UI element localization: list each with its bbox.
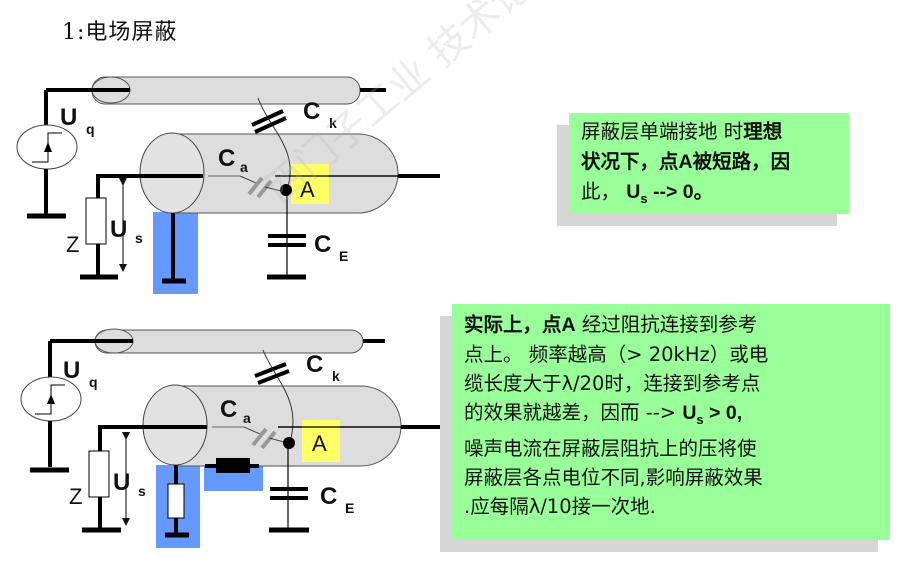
- note-text: 屏蔽层各点电位不同,影响屏蔽效果: [464, 465, 763, 489]
- note-text: 屏蔽层单端接地 时: [581, 120, 744, 143]
- point-a-node: [280, 184, 292, 196]
- note-text: 缆长度大于λ/20时，连接到参考点: [464, 372, 761, 395]
- svg-text:s: s: [135, 230, 143, 246]
- note-text-bold: 理想: [743, 121, 783, 143]
- note-text: .应每隔λ/10接一次地.: [464, 494, 656, 518]
- svg-text:a: a: [243, 410, 251, 426]
- svg-text:E: E: [339, 248, 348, 264]
- page-title: 1:电场屏蔽: [62, 20, 178, 45]
- diagram-impedance-to-ground: U q U s Z C k C a C E A: [20, 328, 443, 548]
- ca-label: C: [220, 396, 237, 423]
- shield-ground-resistor: [167, 483, 185, 519]
- us-symbol: U: [682, 402, 697, 424]
- note-text-bold: 实际上，点A: [464, 314, 576, 336]
- note-text-bold: A: [678, 151, 693, 173]
- diagram-single-end-ground: U q U s Z C k C a C E A: [16, 76, 440, 294]
- uq-label: U: [63, 357, 80, 384]
- note-text-bold: 状况下，点: [581, 151, 679, 173]
- uq-label: U: [60, 104, 77, 131]
- us-subscript: s: [640, 190, 648, 206]
- svg-text:k: k: [332, 368, 340, 384]
- note-text: 此，: [581, 180, 621, 203]
- us-symbol: U: [626, 181, 641, 203]
- z-label: Z: [66, 232, 79, 257]
- ck-label: C: [306, 351, 323, 378]
- note-text-bold: 被短路，因: [692, 151, 791, 173]
- point-a-label: A: [312, 431, 327, 456]
- impedance-z: [88, 450, 110, 498]
- z-label: Z: [69, 484, 82, 509]
- note-text: 经过阻抗连接到参考: [575, 313, 758, 336]
- note-text: 噪声电流在屏蔽层阻抗上的压将使: [464, 436, 757, 460]
- note-text-bold: --> 0。: [647, 181, 714, 203]
- svg-text:s: s: [138, 483, 146, 499]
- svg-text:q: q: [89, 374, 98, 390]
- svg-text:q: q: [86, 121, 95, 137]
- point-a-highlight: [291, 164, 329, 204]
- note-single-end-ground: 屏蔽层单端接地 时理想 状况下，点A被短路，因 此， Us --> 0。: [569, 113, 849, 214]
- note-impedance-ground: 实际上，点A 经过阻抗连接到参考 点上。 频率越高（> 20kHz）或电 缆长度…: [452, 304, 890, 540]
- svg-text:a: a: [240, 159, 248, 175]
- us-label: U: [110, 216, 127, 243]
- us-subscript: s: [696, 411, 704, 427]
- svg-text:E: E: [345, 500, 354, 516]
- svg-text:k: k: [329, 115, 337, 131]
- interference-cable: [94, 329, 364, 354]
- note-text: 点上。 频率越高（> 20kHz）或电: [464, 343, 769, 366]
- shield-impedance: [216, 458, 250, 473]
- us-label: U: [113, 469, 130, 496]
- point-a-node: [283, 437, 295, 449]
- ca-label: C: [218, 145, 235, 172]
- point-a-label: A: [300, 177, 315, 202]
- ce-label: C: [314, 231, 331, 258]
- impedance-z: [85, 197, 107, 245]
- note-text-bold: > 0,: [703, 402, 743, 424]
- ck-label: C: [303, 98, 320, 125]
- ce-label: C: [320, 483, 337, 510]
- note-text: 的效果就越差，因而 -->: [464, 401, 683, 424]
